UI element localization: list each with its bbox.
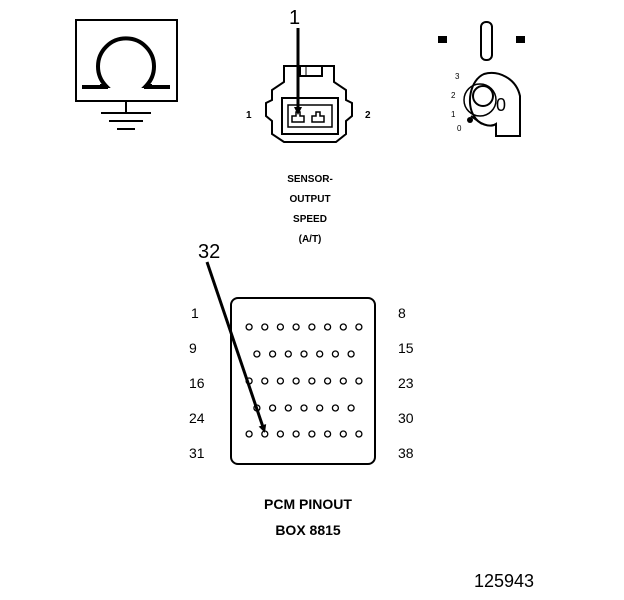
ignition-position-label: 1: [451, 110, 456, 119]
pcm-pin-hole: [292, 377, 300, 385]
sensor-label-line: (A/T): [298, 234, 322, 245]
sensor-connector: [265, 65, 353, 143]
pcm-row-right-label: 15: [398, 340, 414, 356]
pcm-pin-hole: [355, 430, 363, 438]
pcm-connector: [230, 297, 376, 465]
pcm-pin-callout-arrow: [205, 261, 267, 433]
ignition-key-text: 0: [496, 95, 507, 115]
sensor-pin-right-label: 2: [365, 110, 371, 121]
ohmmeter-ground-icon: [75, 19, 178, 130]
sensor-label-line: OUTPUT: [289, 194, 331, 205]
pcm-pin-hole: [308, 377, 316, 385]
pcm-pin-hole: [261, 323, 269, 331]
sensor-pin-callout: 1: [289, 7, 301, 29]
pcm-pin-hole: [253, 350, 261, 358]
sensor-label-line: SENSOR-: [287, 174, 333, 185]
pcm-pin-hole: [300, 404, 308, 412]
pcm-pin-hole: [300, 350, 308, 358]
pcm-pin-hole: [323, 377, 332, 385]
pcm-pin-hole: [316, 404, 324, 412]
pcm-pin-hole: [355, 377, 363, 385]
pcm-pin-hole: [276, 377, 285, 385]
pcm-row-right-label: 38: [398, 445, 414, 461]
figure-number: 125943: [474, 571, 535, 591]
pcm-row-right-label: 30: [398, 410, 414, 426]
pcm-pin-hole: [339, 377, 347, 385]
pcm-pin-hole: [245, 323, 253, 331]
pcm-row-left-label: 1: [191, 305, 199, 321]
pcm-pin-hole: [276, 430, 285, 438]
pcm-row-left-label: 31: [189, 445, 205, 461]
ignition-key-icon: [438, 21, 525, 137]
pcm-pin-hole: [308, 323, 316, 331]
pcm-pin-hole: [284, 350, 292, 358]
pcm-pin-hole: [339, 430, 347, 438]
pcm-pin-hole: [245, 430, 253, 438]
pcm-pin-hole: [261, 377, 269, 385]
pcm-subtitle: BOX 8815: [275, 522, 341, 538]
pcm-pin-hole: [323, 323, 332, 331]
sensor-label-line: SPEED: [293, 214, 327, 225]
pcm-pin-hole: [347, 350, 355, 358]
pcm-pin-hole: [347, 404, 355, 412]
ignition-position-label: 2: [451, 91, 456, 100]
pcm-pin-hole: [292, 323, 300, 331]
pcm-pin-hole: [276, 323, 285, 331]
pcm-row-right-label: 23: [398, 375, 414, 391]
pcm-pin-callout: 32: [198, 241, 221, 263]
pcm-row-left-label: 24: [189, 410, 205, 426]
pcm-pin-hole: [355, 323, 363, 331]
pcm-pin-hole: [339, 323, 347, 331]
pcm-pin-hole: [316, 350, 324, 358]
pcm-pin-hole: [331, 404, 340, 412]
sensor-pin-left-label: 1: [246, 110, 252, 121]
pcm-pin-hole: [261, 430, 269, 438]
pcm-pin-hole: [331, 350, 340, 358]
pcm-row-left-label: 9: [189, 340, 197, 356]
pcm-title: PCM PINOUT: [264, 496, 352, 512]
ignition-position-label: 3: [455, 72, 460, 81]
sensor-label: SENSOR- OUTPUT SPEED (A/T): [260, 170, 360, 250]
pcm-pin-hole: [323, 430, 332, 438]
pcm-row-right-label: 8: [398, 305, 406, 321]
pcm-pin-hole: [308, 430, 316, 438]
pcm-pin-hole: [268, 404, 277, 412]
pcm-pin-hole: [284, 404, 292, 412]
pcm-row-left-label: 16: [189, 375, 205, 391]
pcm-pin-hole: [292, 430, 300, 438]
pcm-pin-hole: [268, 350, 277, 358]
pin-grid: [245, 323, 363, 438]
ignition-position-label: 0: [457, 124, 462, 133]
